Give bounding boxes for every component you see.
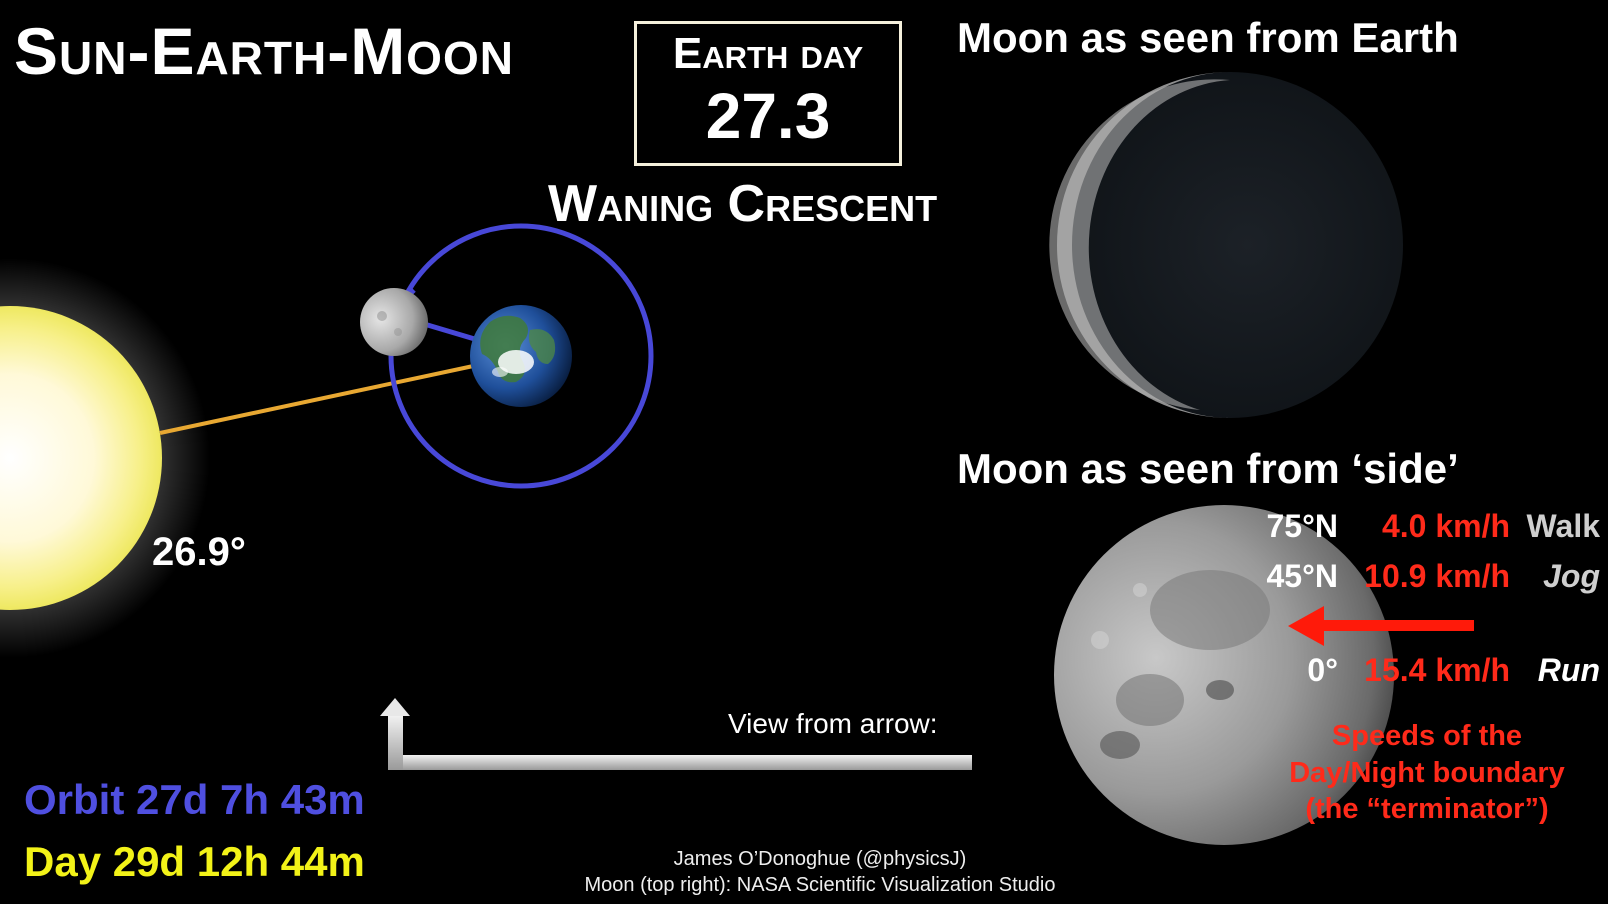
credit-source: Moon (top right): NASA Scientific Visual… <box>584 873 1056 896</box>
sun-icon <box>0 258 210 658</box>
credit-author: James O’Donoghue (@physicsJ) <box>673 848 967 870</box>
terminator-note: Speeds of the Day/Night boundary (the “t… <box>1262 718 1592 828</box>
activity-label: Run <box>1537 652 1600 688</box>
speed-value: 4.0 km/h <box>1381 508 1510 544</box>
orbit-period: Orbit 27d 7h 43m <box>24 776 365 823</box>
earth-day-box: Earth day 27.3 <box>634 21 902 166</box>
speed-row-75n: 75°N 4.0 km/h Walk <box>1200 508 1601 548</box>
earth-day-label: Earth day <box>672 29 864 78</box>
credits: James O’Donoghue (@physicsJ) Moon (top r… <box>520 847 1120 898</box>
view-from-arrow-label: View from arrow: <box>728 708 938 739</box>
top-panel-heading: Moon as seen from Earth <box>957 14 1459 61</box>
note-line-2: Day/Night boundary <box>1289 756 1565 789</box>
day-period: Day 29d 12h 44m <box>24 838 365 885</box>
direction-arrow-icon <box>1288 606 1474 646</box>
note-line-1: Speeds of the <box>1331 720 1523 752</box>
activity-label: Jog <box>1543 558 1600 594</box>
activity-label: Walk <box>1526 508 1601 544</box>
latitude-label: 75°N <box>1266 508 1339 544</box>
side-view-moon-icon <box>1054 505 1394 845</box>
side-panel-heading: Moon as seen from ‘side’ <box>957 445 1459 492</box>
speed-value: 15.4 km/h <box>1364 652 1510 688</box>
crescent-moon-icon <box>1049 72 1403 418</box>
speed-row-equator: 0° 15.4 km/h Run <box>1200 652 1600 692</box>
page-title: Sun-Earth-Moon <box>14 14 514 88</box>
earth-icon <box>470 305 572 407</box>
speed-value: 10.9 km/h <box>1364 558 1510 594</box>
earth-day-value: 27.3 <box>705 80 831 152</box>
speed-row-45n: 45°N 10.9 km/h Jog <box>1200 558 1601 598</box>
moon-icon <box>360 288 428 356</box>
phase-name: Waning Crescent <box>548 175 938 233</box>
sun-angle-label: 26.9° <box>152 530 246 574</box>
sun-earth-line <box>159 363 479 435</box>
note-line-3: (the “terminator”) <box>1305 793 1549 826</box>
view-arrow-icon <box>380 698 972 770</box>
latitude-label: 45°N <box>1266 558 1339 594</box>
orbit-ring-icon <box>388 223 654 489</box>
latitude-label: 0° <box>1307 652 1338 688</box>
